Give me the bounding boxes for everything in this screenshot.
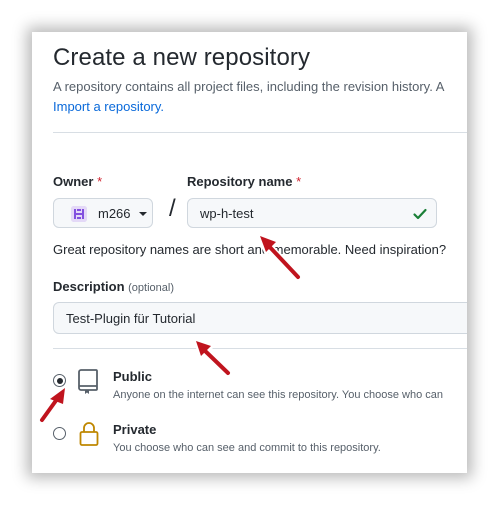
public-radio[interactable]: [53, 374, 66, 387]
owner-label-text: Owner: [53, 174, 94, 189]
import-repository-link[interactable]: Import a repository.: [53, 99, 165, 114]
description-optional: (optional): [128, 282, 174, 294]
owner-required-mark: *: [97, 174, 103, 189]
public-desc: Anyone on the internet can see this repo…: [113, 389, 444, 401]
screenshot-frame: Create a new repository A repository con…: [32, 32, 467, 473]
repo-name-label-text: Repository name: [187, 174, 293, 189]
owner-repo-separator: /: [169, 195, 176, 222]
repo-book-icon: [77, 367, 101, 400]
description-label: Description (optional): [53, 279, 174, 294]
owner-label: Owner *: [53, 174, 102, 189]
lock-icon: [77, 420, 101, 453]
page-subtitle: A repository contains all project files,…: [53, 79, 445, 94]
create-repo-form: Create a new repository A repository con…: [32, 32, 467, 473]
owner-name: m266: [98, 206, 131, 221]
divider-top: [53, 132, 467, 133]
description-label-text: Description: [53, 279, 125, 294]
owner-avatar-icon: [71, 206, 87, 222]
description-input[interactable]: Test-Plugin für Tutorial: [53, 302, 467, 334]
chevron-down-icon: [139, 212, 147, 216]
check-icon: [412, 206, 428, 227]
private-desc: You choose who can see and commit to thi…: [113, 442, 381, 454]
repo-name-required-mark: *: [296, 174, 302, 189]
repo-name-input[interactable]: wp-h-test: [187, 198, 437, 228]
public-title: Public: [113, 369, 153, 384]
repo-name-value: wp-h-test: [200, 206, 254, 221]
private-radio[interactable]: [53, 427, 66, 440]
repo-name-hint: Great repository names are short and mem…: [53, 242, 447, 257]
owner-select[interactable]: m266: [53, 198, 153, 228]
divider-visibility: [53, 348, 467, 349]
page-title: Create a new repository: [53, 44, 311, 71]
description-value: Test-Plugin für Tutorial: [66, 311, 196, 326]
repo-name-label: Repository name *: [187, 174, 301, 189]
private-title: Private: [113, 422, 157, 437]
